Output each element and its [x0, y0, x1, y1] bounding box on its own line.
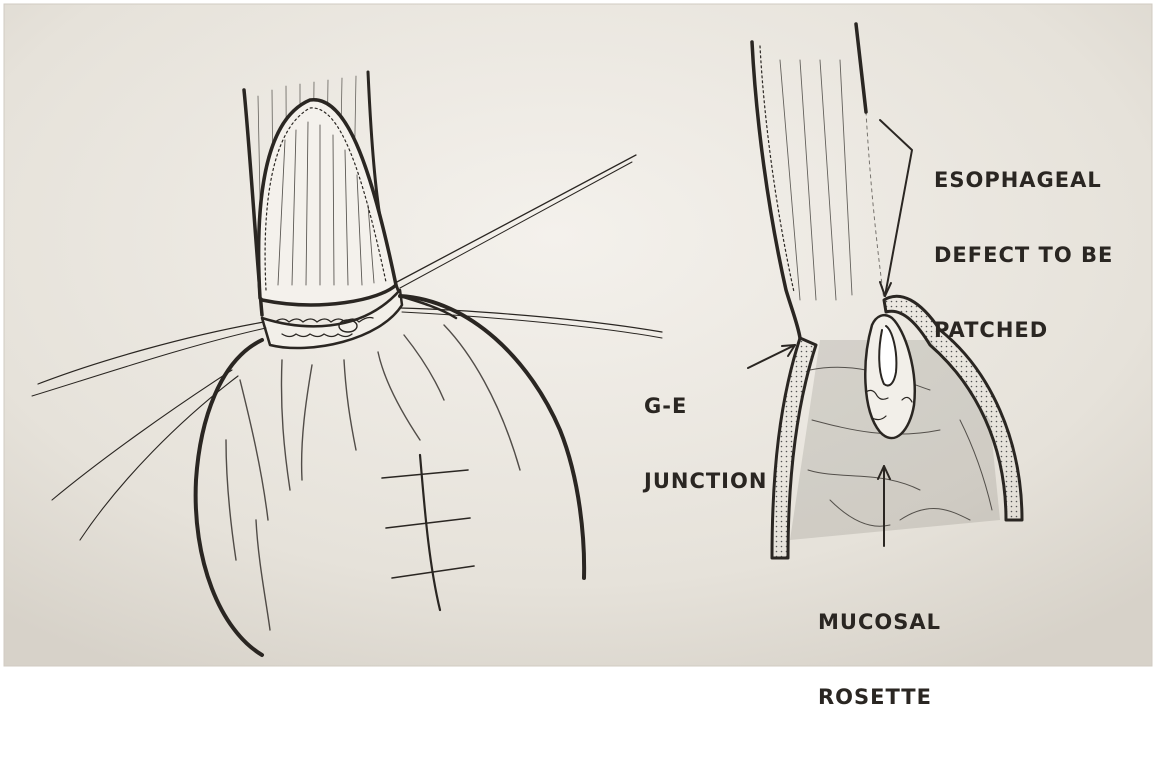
- label-esophageal-defect-line-3: PATCHED: [934, 318, 1113, 343]
- label-esophageal-defect-line-2: DEFECT TO BE: [934, 243, 1113, 268]
- label-esophageal-defect-line-1: ESOPHAGEAL: [934, 168, 1113, 193]
- label-mucosal-rosette: MUCOSAL ROSETTE: [818, 560, 941, 760]
- label-ge-junction: G-E JUNCTION: [644, 344, 767, 544]
- label-ge-junction-line-2: JUNCTION: [644, 469, 767, 494]
- medical-illustration: ESOPHAGEAL DEFECT TO BE PATCHED G-E JUNC…: [0, 0, 1156, 670]
- label-esophageal-defect: ESOPHAGEAL DEFECT TO BE PATCHED: [934, 118, 1113, 393]
- label-ge-junction-line-1: G-E: [644, 394, 767, 419]
- label-mucosal-rosette-line-2: ROSETTE: [818, 685, 941, 710]
- label-mucosal-rosette-line-1: MUCOSAL: [818, 610, 941, 635]
